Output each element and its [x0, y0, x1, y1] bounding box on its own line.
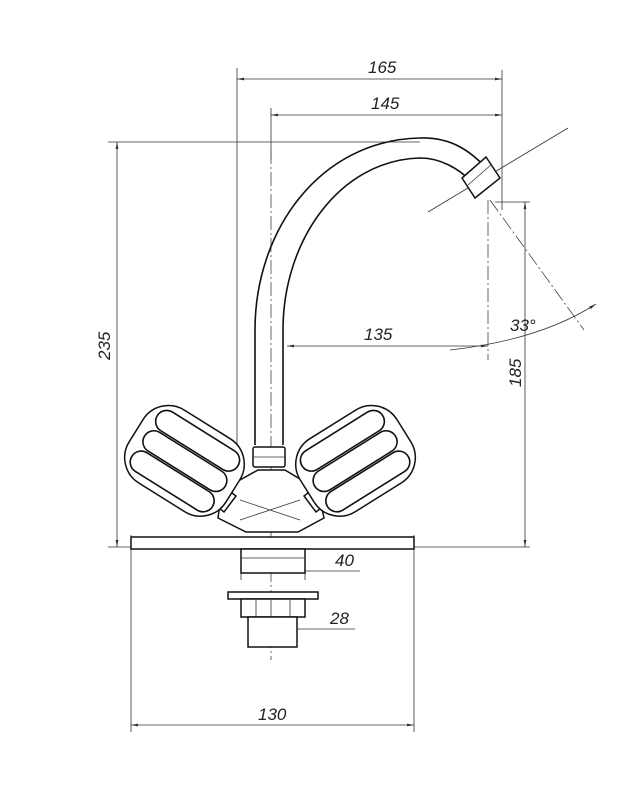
spout-outer — [254, 137, 489, 445]
dimension-labels: 165 145 235 135 185 33° 40 28 130 — [95, 58, 536, 724]
dim-130-label: 130 — [258, 705, 287, 724]
spout-nozzle — [461, 155, 502, 200]
dim-145-label: 145 — [371, 94, 400, 113]
dim-235-label: 235 — [95, 331, 114, 361]
shank — [240, 548, 306, 574]
deck-plate — [130, 536, 415, 550]
threaded-tail — [247, 616, 298, 648]
right-handle — [294, 404, 417, 517]
extension-lines — [108, 68, 585, 732]
faucet-body — [123, 137, 502, 648]
dim-40-label: 40 — [335, 551, 354, 570]
left-handle — [123, 404, 246, 517]
dimension-lines — [115, 77, 597, 727]
mounting-washer — [227, 591, 319, 600]
dim-arc-angle — [449, 303, 597, 351]
valve-body — [217, 469, 325, 533]
dim-135-label: 135 — [364, 325, 393, 344]
mounting-nut — [240, 598, 306, 618]
center-lines — [270, 150, 489, 660]
dim-angle-label: 33° — [510, 316, 536, 335]
dim-28-label: 28 — [329, 609, 349, 628]
spout-inner — [282, 157, 473, 445]
dim-165-label: 165 — [368, 58, 397, 77]
dim-185-label: 185 — [506, 358, 525, 387]
